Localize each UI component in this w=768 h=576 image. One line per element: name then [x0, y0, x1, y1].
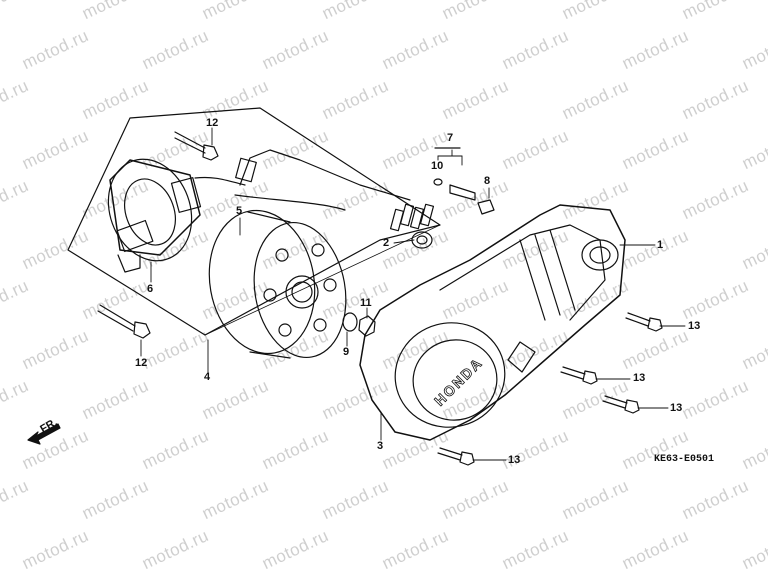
callout-13-c: 13: [670, 402, 683, 414]
bolt-13-d: [437, 447, 475, 466]
callout-9: 9: [343, 346, 350, 358]
seal-2: [411, 231, 433, 249]
callout-13-d: 13: [508, 454, 521, 466]
bolt-12-top: [174, 131, 219, 161]
callout-11: 11: [360, 297, 372, 309]
bolt-13-b: [560, 366, 598, 385]
stator-coil: [107, 158, 202, 273]
wire-harness: [194, 149, 435, 232]
leader-lines: [140, 127, 686, 461]
callout-7: 7: [447, 132, 454, 144]
bolt-13-a: [625, 312, 663, 332]
nut-11: [358, 315, 376, 337]
callout-1: 1: [657, 239, 664, 251]
bolt-13-c: [602, 395, 640, 414]
assembly-frame: [67, 107, 441, 336]
washer-9: [342, 312, 358, 332]
callout-5: 5: [236, 205, 243, 217]
callout-10: 10: [431, 160, 444, 172]
callout-13-a: 13: [688, 320, 701, 332]
diagram-code: KE63-E0501: [654, 454, 715, 465]
cover-brand-text: HONDA: [431, 354, 486, 409]
callout-13-b: 13: [633, 372, 646, 384]
flywheel-rotor: [208, 209, 347, 359]
callout-8: 8: [484, 175, 491, 187]
sensor-assembly: [433, 147, 495, 215]
left-side-cover: [359, 204, 626, 441]
front-arrow-icon: [27, 423, 61, 445]
callout-12-top: 12: [206, 117, 219, 129]
callout-3: 3: [377, 440, 384, 452]
bolt-12-lower: [97, 304, 151, 339]
callout-4: 4: [204, 371, 211, 383]
callout-12-lower: 12: [135, 357, 148, 369]
callout-6: 6: [147, 283, 154, 295]
callout-2: 2: [383, 237, 390, 249]
